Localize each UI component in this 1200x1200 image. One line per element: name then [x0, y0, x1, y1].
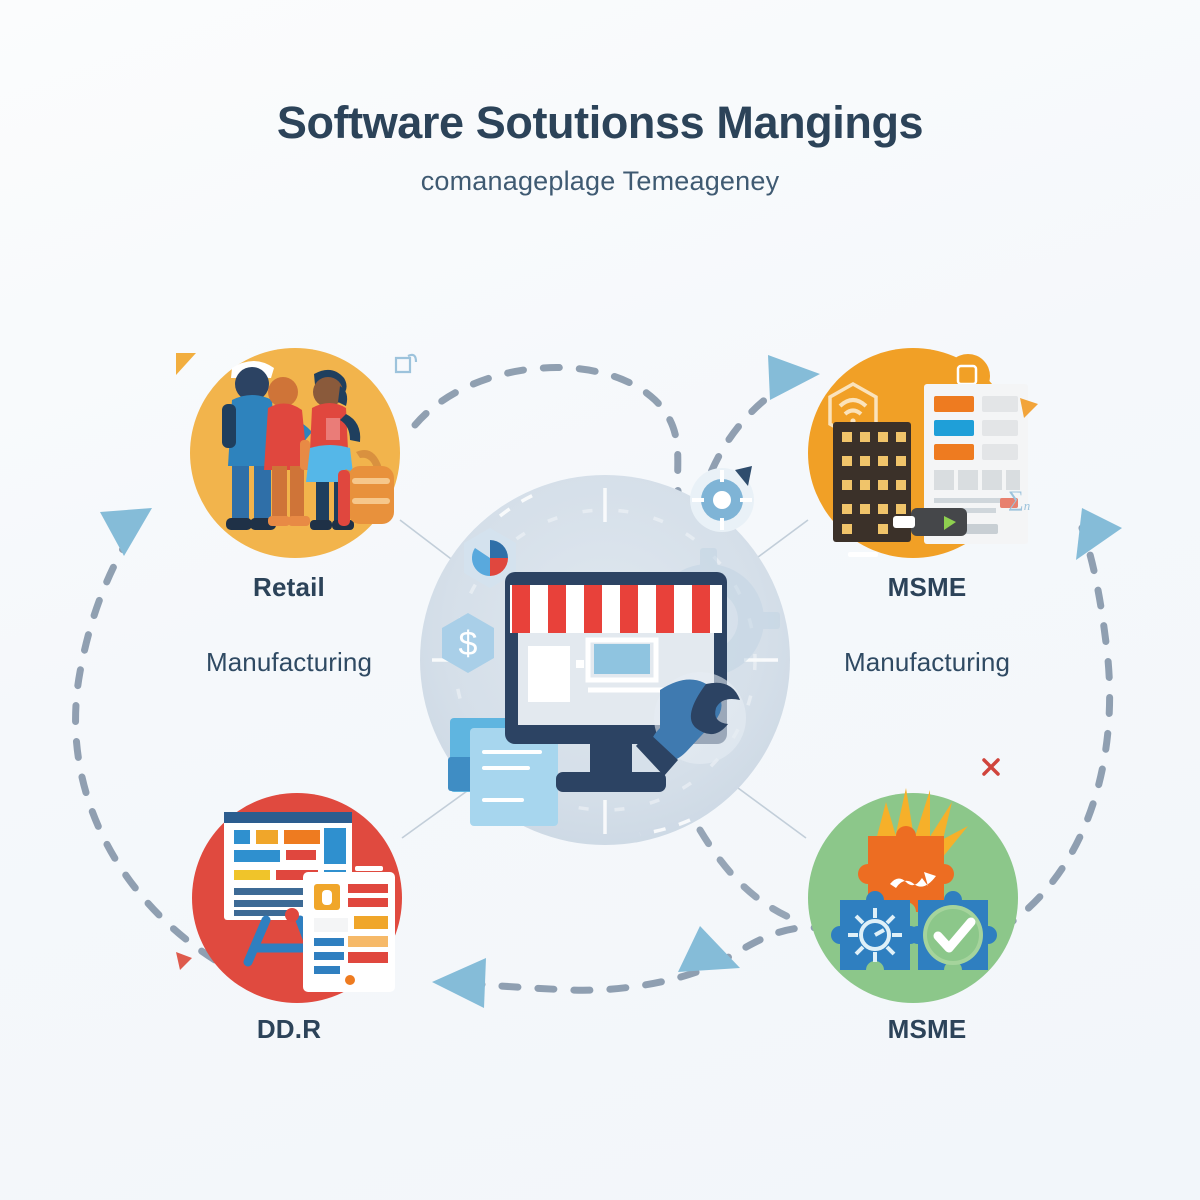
node-label-bottom-left: DD.R: [124, 1014, 454, 1045]
svg-text:$: $: [459, 625, 478, 663]
node-label-bottom-right: MSME: [762, 1014, 1092, 1045]
node-circle-bottom-right[interactable]: [808, 788, 1018, 1003]
dashed-path-tl-to-center: [411, 364, 684, 509]
node-title-top-right: MSME: [887, 572, 967, 602]
arrowhead-left-up: [100, 508, 152, 556]
arrowhead-bottom-left: [432, 958, 486, 1008]
node-title-bottom-left: DD.R: [256, 1014, 322, 1044]
arrowhead-right-up: [1076, 508, 1122, 560]
arrowhead-top-right: [768, 355, 820, 400]
dollar-badge: $: [442, 613, 494, 673]
server-rack-icon: [833, 422, 911, 557]
blue-sigma-accent: ∑n: [1008, 486, 1030, 513]
small-gear-icon: [690, 466, 754, 532]
node-circle-top-left[interactable]: [190, 348, 400, 558]
node-title-top-left: Retail: [252, 572, 325, 602]
node-subtitle-top-left: Manufacturing: [205, 647, 373, 677]
puzzle-piece-check: [909, 891, 997, 970]
node-subtitle-top-right: Manufacturing: [843, 647, 1011, 677]
orange-triangle-accent: [176, 353, 196, 375]
dashed-path-left: [72, 516, 219, 964]
red-x-accent: [982, 758, 1000, 776]
page-title: Software Sotutionss Mangings: [276, 97, 924, 148]
connector-top-arc: [411, 355, 820, 509]
dashed-path-center-down: [696, 826, 804, 926]
red-arrow-accent: [176, 952, 192, 970]
connector-center-bottom: [696, 826, 804, 926]
orange-arrow-accent: [1020, 398, 1038, 418]
header: Software Sotutionss Mangings comanagepla…: [0, 98, 1200, 197]
puzzle-piece-gear: [831, 891, 919, 970]
pie-chart-badge: [464, 528, 516, 588]
connector-bottom-wave: [432, 924, 834, 1008]
node-title-bottom-right: MSME: [887, 1014, 967, 1044]
wrench-badge: [636, 672, 746, 776]
puzzle-piece-orange: [858, 826, 954, 912]
connector-right-arc: [996, 508, 1122, 934]
svg-text:∑n: ∑n: [1008, 486, 1030, 513]
node-circle-bottom-left[interactable]: [192, 793, 402, 1003]
usb-device-icon: [893, 508, 967, 536]
shopper-middle-icon: [264, 377, 310, 526]
tablet-dashboard-icon: [303, 872, 395, 992]
page-subtitle: comanageplage Temeageney: [420, 165, 780, 196]
node-circle-top-right[interactable]: [808, 348, 1028, 558]
dashboard-panel-icon: [924, 384, 1028, 544]
dashed-path-bottom: [458, 924, 834, 994]
connector-left-arc: [72, 508, 219, 964]
node-label-top-right: MSME Manufacturing: [762, 572, 1092, 678]
node-label-top-left: Retail Manufacturing: [124, 572, 454, 678]
luggage-icon: [338, 450, 394, 526]
dashed-path-right: [996, 524, 1114, 934]
arrowhead-bottom-mid: [678, 926, 740, 972]
awning: [510, 585, 722, 633]
shoppers-people-icon: [222, 361, 312, 530]
blue-sketch-accent: [394, 353, 418, 374]
